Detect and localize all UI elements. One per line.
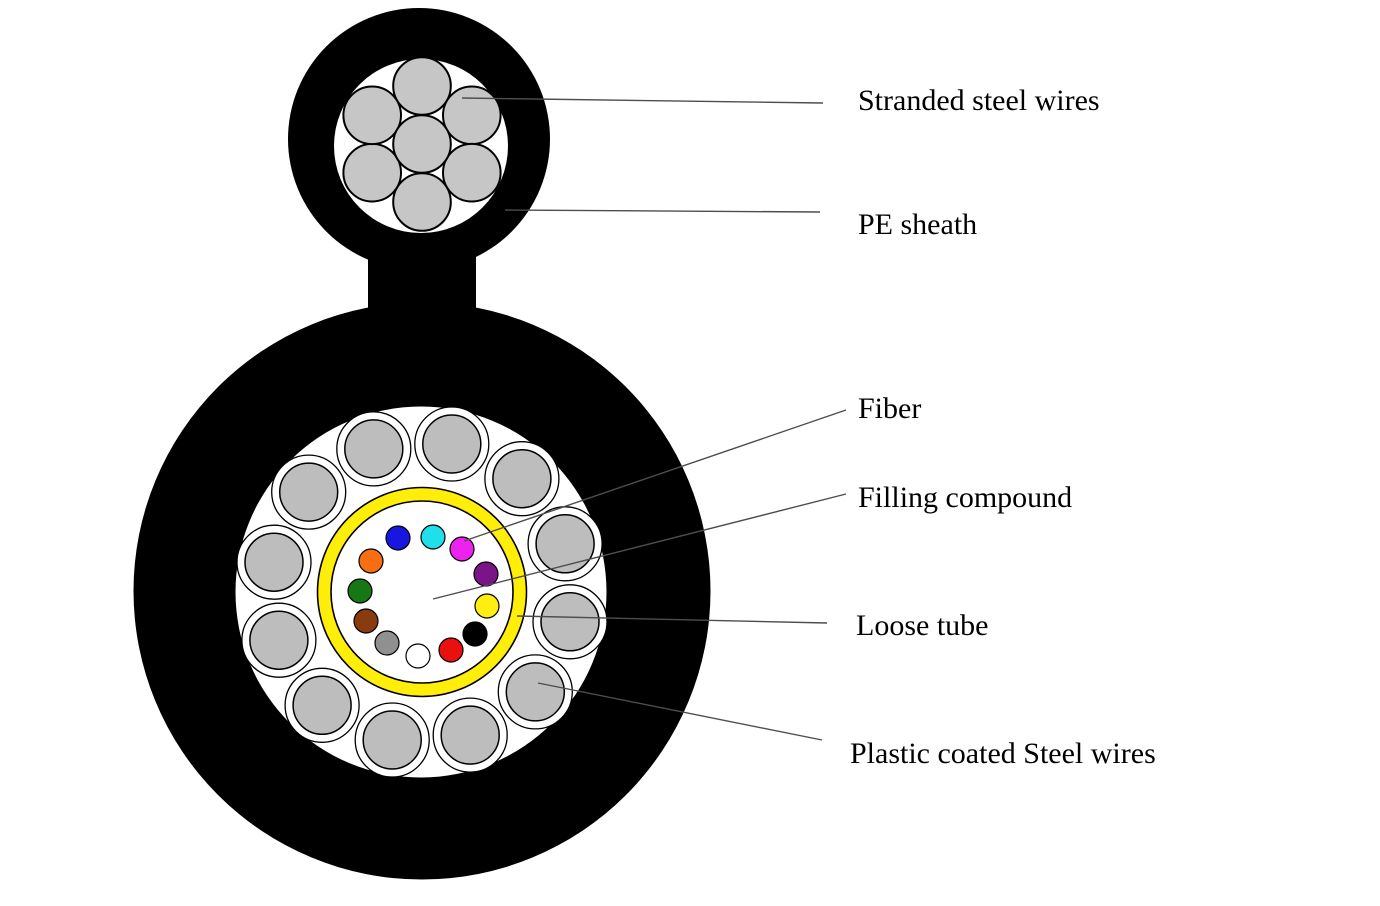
coated-wire-core bbox=[440, 705, 500, 765]
plastic-coated-steel-wires-group bbox=[236, 406, 608, 778]
leader-line-loose-tube bbox=[516, 615, 828, 624]
fiber-white bbox=[405, 643, 431, 669]
fiber-aqua bbox=[420, 524, 446, 550]
coated-wire-core bbox=[292, 675, 352, 736]
leader-line-filling-compound bbox=[432, 493, 847, 600]
fiber-rose bbox=[449, 536, 475, 562]
steel-wire bbox=[392, 114, 452, 174]
steel-wire bbox=[342, 142, 403, 203]
leader-line-plastic-coated-steel-wires bbox=[537, 682, 823, 741]
callout-label-stranded-steel-wires: Stranded steel wires bbox=[858, 84, 1100, 117]
coated-wire-core bbox=[422, 414, 482, 474]
fibers-group bbox=[347, 524, 500, 669]
coated-wire-core bbox=[278, 462, 339, 522]
coated-wire-core bbox=[244, 532, 304, 592]
steel-wire bbox=[392, 56, 452, 116]
fiber-orange bbox=[358, 548, 384, 574]
callout-labels: Stranded steel wires PE sheathFiberFillin… bbox=[850, 84, 1156, 770]
coated-wire-core bbox=[505, 662, 566, 722]
fiber-brown bbox=[353, 608, 379, 634]
coated-wire-core bbox=[362, 710, 422, 770]
callout-label-pe-sheath: PE sheath bbox=[858, 208, 977, 241]
fiber-violet bbox=[473, 561, 499, 587]
coated-wire-core bbox=[492, 448, 552, 509]
coated-wire-core bbox=[535, 514, 595, 574]
callout-lines bbox=[432, 97, 847, 741]
leader-line-fiber bbox=[463, 409, 847, 542]
steel-wire bbox=[342, 85, 403, 146]
messenger-section bbox=[288, 8, 550, 270]
coated-wire-core bbox=[540, 592, 600, 652]
callout-label-loose-tube: Loose tube bbox=[856, 609, 988, 642]
coated-wire-core bbox=[344, 419, 404, 479]
steel-wire bbox=[392, 172, 452, 232]
fiber-blue bbox=[385, 525, 411, 551]
callout-label-plastic-coated-steel-wires: Plastic coated Steel wires bbox=[850, 737, 1156, 770]
fiber-green bbox=[347, 578, 373, 604]
fiber-black bbox=[462, 621, 488, 647]
steel-wire bbox=[442, 85, 502, 146]
callout-label-fiber: Fiber bbox=[858, 392, 921, 425]
stranded-steel-wires-group bbox=[342, 56, 502, 232]
leader-line-stranded-steel-wires bbox=[461, 97, 824, 104]
fiber-slate bbox=[374, 630, 400, 656]
fiber-yellow bbox=[474, 593, 500, 619]
cable-section bbox=[133, 302, 711, 880]
steel-wire bbox=[442, 142, 502, 203]
leader-line-pe-sheath bbox=[504, 209, 821, 213]
callout-label-filling-compound: Filling compound bbox=[858, 481, 1072, 514]
coated-wire-core bbox=[249, 610, 309, 670]
fiber-red bbox=[438, 637, 464, 663]
